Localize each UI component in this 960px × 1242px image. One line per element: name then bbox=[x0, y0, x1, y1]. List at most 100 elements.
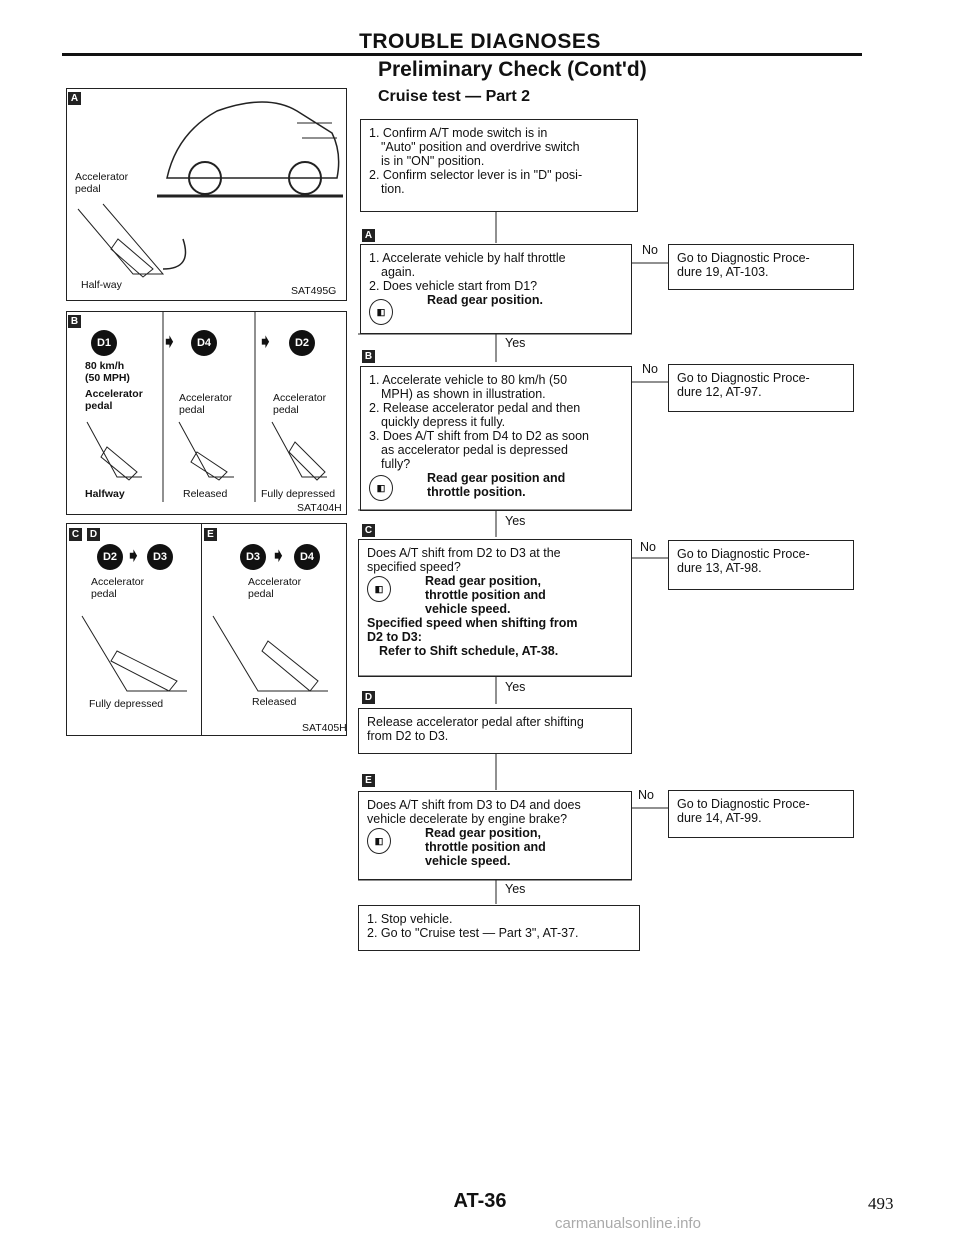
start-line: is in "ON" position. bbox=[381, 154, 485, 168]
panel-tag: B bbox=[68, 315, 81, 328]
no-label: No bbox=[642, 243, 658, 257]
step-e-tag: E bbox=[362, 774, 375, 787]
step-b-box: 1. Accelerate vehicle to 80 km/h (50 MPH… bbox=[360, 366, 632, 511]
gear-badge: D4 bbox=[294, 544, 320, 570]
gear-badge: D2 bbox=[97, 544, 123, 570]
state-caption: Released bbox=[183, 488, 228, 500]
panel-tag: C bbox=[69, 528, 82, 541]
page-title: TROUBLE DIAGNOSES bbox=[359, 30, 601, 53]
pedal-illustration bbox=[77, 203, 187, 278]
pedal-caption: Accelerator pedal bbox=[75, 171, 129, 195]
pedal-illustration bbox=[212, 615, 328, 692]
arrow-icon: ➧ bbox=[257, 331, 274, 353]
gear-badge: D2 bbox=[289, 330, 315, 356]
pedal-caption: Accelerator pedal bbox=[273, 392, 327, 416]
pedal-caption: Accelerator pedal bbox=[179, 392, 233, 416]
state-caption: Fully depressed bbox=[261, 488, 336, 500]
page-number: 493 bbox=[868, 1194, 894, 1213]
arrow-icon: ➧ bbox=[161, 331, 178, 353]
section-title: Preliminary Check (Cont'd) bbox=[378, 58, 647, 81]
step-bold: throttle position. bbox=[427, 485, 526, 499]
pedal-illustrations bbox=[86, 312, 327, 502]
subsection-title: Cruise test — Part 2 bbox=[378, 88, 531, 105]
start-line: 2. Confirm selector lever is in "D" posi… bbox=[369, 168, 583, 182]
result-box-a: Go to Diagnostic Proce- dure 19, AT-103. bbox=[668, 244, 854, 290]
figure-code: SAT405H bbox=[302, 722, 347, 734]
step-bold: throttle position and bbox=[425, 588, 546, 602]
step-line: from D2 to D3. bbox=[367, 729, 449, 743]
step-bold: throttle position and bbox=[425, 840, 546, 854]
start-box: 1. Confirm A/T mode switch is in "Auto" … bbox=[360, 119, 638, 212]
step-line: 3. Does A/T shift from D4 to D2 as soon bbox=[369, 429, 590, 443]
step-e-box: Does A/T shift from D3 to D4 and does ve… bbox=[358, 791, 632, 880]
step-line: Does A/T shift from D3 to D4 and does bbox=[367, 798, 581, 812]
step-bold: D2 to D3: bbox=[367, 630, 422, 644]
step-line: 1. Accelerate vehicle to 80 km/h (50 bbox=[369, 373, 568, 387]
consult-icon: ◧ bbox=[369, 299, 393, 325]
step-a-box: 1. Accelerate vehicle by half throttle a… bbox=[360, 244, 632, 334]
pedal-caption: Accelerator pedal bbox=[85, 388, 143, 412]
panel-tag: A bbox=[68, 92, 81, 105]
start-line: tion. bbox=[381, 182, 405, 196]
step-line: again. bbox=[381, 265, 416, 279]
step-c-box: Does A/T shift from D2 to D3 at the spec… bbox=[358, 539, 632, 677]
consult-icon: ◧ bbox=[369, 475, 393, 501]
step-bold: Refer to Shift schedule, AT-38. bbox=[379, 644, 559, 658]
step-bold: Read gear position, bbox=[425, 574, 541, 588]
step-line: specified speed? bbox=[367, 560, 461, 574]
start-line: 1. Confirm A/T mode switch is in bbox=[369, 126, 548, 140]
step-bold: vehicle speed. bbox=[425, 602, 511, 616]
result-box-c: Go to Diagnostic Proce- dure 13, AT-98. bbox=[668, 540, 854, 590]
panel-tag: E bbox=[204, 528, 217, 541]
watermark: carmanualsonline.info bbox=[555, 1215, 701, 1232]
state-caption: Fully depressed bbox=[89, 698, 164, 710]
step-bold: Read gear position. bbox=[427, 293, 543, 307]
gear-badge: D1 bbox=[91, 330, 117, 356]
step-line: 1. Accelerate vehicle by half throttle bbox=[369, 251, 566, 265]
yes-label: Yes bbox=[505, 882, 526, 896]
step-d-tag: D bbox=[362, 691, 375, 704]
step-a-tag: A bbox=[362, 229, 375, 242]
consult-icon: ◧ bbox=[367, 576, 391, 602]
arrow-icon: ➧ bbox=[270, 545, 287, 567]
illustration-panel-b: B D1 ➧ D4 ➧ D2 80 km/h (50 MPH) Accelera… bbox=[66, 311, 347, 515]
step-line: Does A/T shift from D2 to D3 at the bbox=[367, 546, 561, 560]
step-c-tag: C bbox=[362, 524, 375, 537]
step-line: 2. Release accelerator pedal and then bbox=[369, 401, 581, 415]
step-line: vehicle decelerate by engine brake? bbox=[367, 812, 568, 826]
gear-badge: D3 bbox=[240, 544, 266, 570]
illustration-panel-a: A Accelerator pedal Half-way SAT495G bbox=[66, 88, 347, 301]
panel-tag: D bbox=[87, 528, 100, 541]
gear-badge: D3 bbox=[147, 544, 173, 570]
step-line: fully? bbox=[381, 457, 411, 471]
start-line: "Auto" position and overdrive switch bbox=[381, 140, 580, 154]
step-line: 2. Does vehicle start from D1? bbox=[369, 279, 538, 293]
state-caption: Released bbox=[252, 696, 297, 708]
pedal-caption: Accelerator pedal bbox=[91, 576, 145, 600]
yes-label: Yes bbox=[505, 680, 526, 694]
gear-badge: D4 bbox=[191, 330, 217, 356]
speed-caption: 80 km/h (50 MPH) bbox=[85, 360, 130, 384]
step-bold: Specified speed when shifting from bbox=[367, 616, 578, 630]
step-b-tag: B bbox=[362, 350, 375, 363]
page-code: AT-36 bbox=[453, 1190, 507, 1212]
result-box-b: Go to Diagnostic Proce- dure 12, AT-97. bbox=[668, 364, 854, 412]
step-bold: Read gear position, bbox=[425, 826, 541, 840]
step-line: quickly depress it fully. bbox=[381, 415, 506, 429]
step-line: Release accelerator pedal after shifting bbox=[367, 715, 584, 729]
end-line: 1. Stop vehicle. bbox=[367, 912, 453, 926]
title-rule bbox=[62, 53, 862, 56]
figure-code: SAT404H bbox=[297, 502, 342, 514]
result-box-e: Go to Diagnostic Proce- dure 14, AT-99. bbox=[668, 790, 854, 838]
illustration-panel-e: E D3 ➧ D4 Accelerator pedal Released SAT… bbox=[201, 523, 347, 736]
no-label: No bbox=[640, 540, 656, 554]
step-d-box: Release accelerator pedal after shifting… bbox=[358, 708, 632, 754]
yes-label: Yes bbox=[505, 514, 526, 528]
figure-code: SAT495G bbox=[291, 285, 337, 297]
end-box: 1. Stop vehicle. 2. Go to "Cruise test —… bbox=[358, 905, 640, 951]
pedal-caption: Accelerator pedal bbox=[248, 576, 302, 600]
consult-icon: ◧ bbox=[367, 828, 391, 854]
end-line: 2. Go to "Cruise test — Part 3", AT-37. bbox=[367, 926, 579, 940]
illustration-panel-c: C D D2 ➧ D3 Accelerator pedal Fully depr… bbox=[66, 523, 202, 736]
step-line: as accelerator pedal is depressed bbox=[381, 443, 568, 457]
